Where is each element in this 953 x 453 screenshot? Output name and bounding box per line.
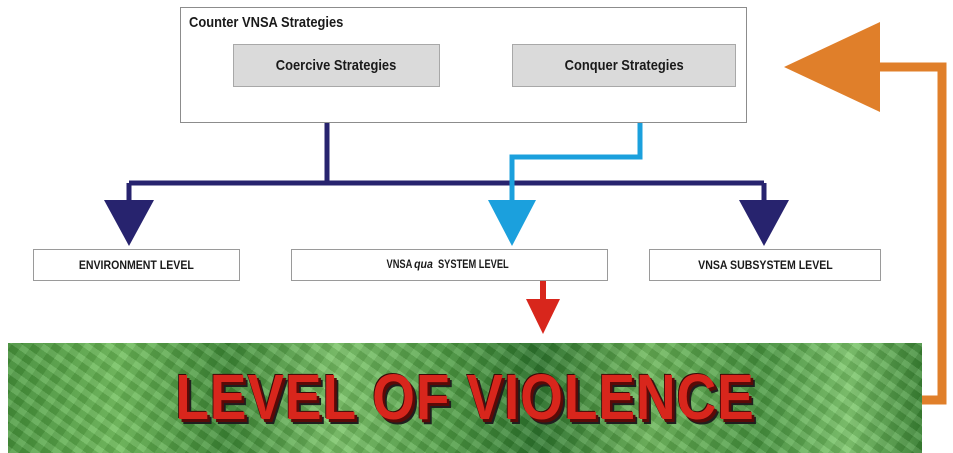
arrow-to-environment [104,200,154,246]
arrow-to-subsystem [739,200,789,246]
feedback-arrow-group [784,22,947,405]
coercive-strategies-label: Coercive Strategies [276,57,397,74]
system-level-qua: qua [414,257,434,271]
banner-title: LEVEL OF VIOLENCE [175,361,755,433]
conquer-strategies-box: Conquer Strategies [512,44,736,87]
arrow-to-system [488,200,536,246]
banner-photo-texture [8,343,922,453]
system-level-suffix: SYSTEM LEVEL [438,257,509,271]
feedback-arrow-head [784,22,880,112]
violence-arrow-group [526,281,560,334]
coercive-strategies-box: Coercive Strategies [233,44,440,87]
violence-arrow-shaft [540,281,546,300]
system-level-prefix: VNSA [386,257,413,271]
coercive-arrow-group [104,87,789,246]
system-level-label: VNSA qua SYSTEM LEVEL [385,257,514,271]
conquer-strategies-label: Conquer Strategies [564,57,684,74]
panel-title: Counter VNSA Strategies [189,14,344,31]
system-level-box: VNSA qua SYSTEM LEVEL [291,249,608,281]
violence-banner: LEVEL OF VIOLENCE [8,343,922,453]
feedback-connector [870,62,947,405]
subsystem-level-box: VNSA SUBSYSTEM LEVEL [649,249,881,281]
violence-arrow-head [526,299,560,334]
environment-level-box: ENVIRONMENT LEVEL [33,249,240,281]
subsystem-level-label: VNSA SUBSYSTEM LEVEL [697,258,833,272]
coercive-connector [126,87,767,201]
environment-level-label: ENVIRONMENT LEVEL [78,258,195,272]
